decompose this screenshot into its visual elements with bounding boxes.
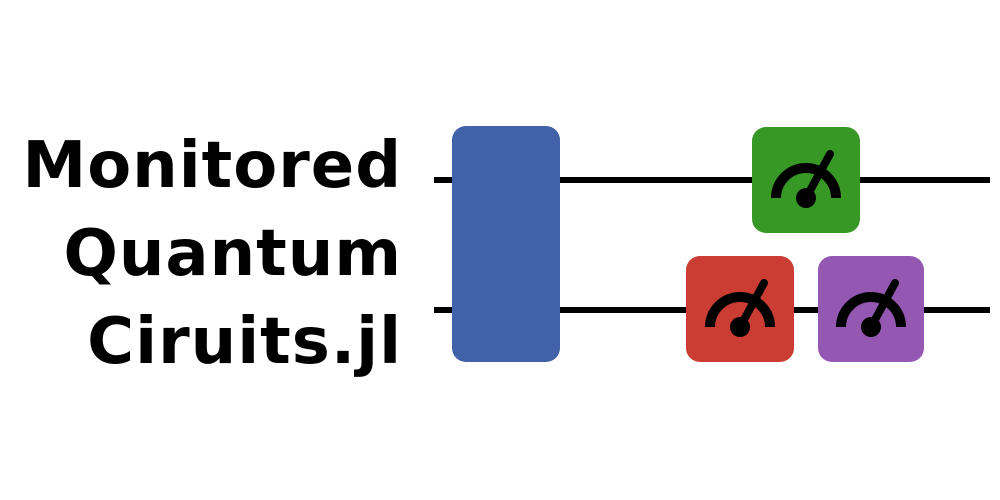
unitary-gate <box>452 126 560 362</box>
meter-icon <box>705 279 775 337</box>
logo-title: Monitored Quantum Ciruits.jl <box>23 122 403 386</box>
measurement-gate-box <box>752 127 860 233</box>
measurement-gate-bottom-right <box>818 256 924 362</box>
meter-icon <box>836 279 906 337</box>
title-line-2: Quantum <box>63 217 402 291</box>
meter-icon <box>771 150 841 208</box>
measurement-gate-box <box>818 256 924 362</box>
title-line-1: Monitored <box>22 129 402 203</box>
measurement-gate-bottom-left <box>686 256 794 362</box>
measurement-gate-box <box>686 256 794 362</box>
title-line-3: Ciruits.jl <box>87 305 402 379</box>
measurement-gate-top <box>752 127 860 233</box>
